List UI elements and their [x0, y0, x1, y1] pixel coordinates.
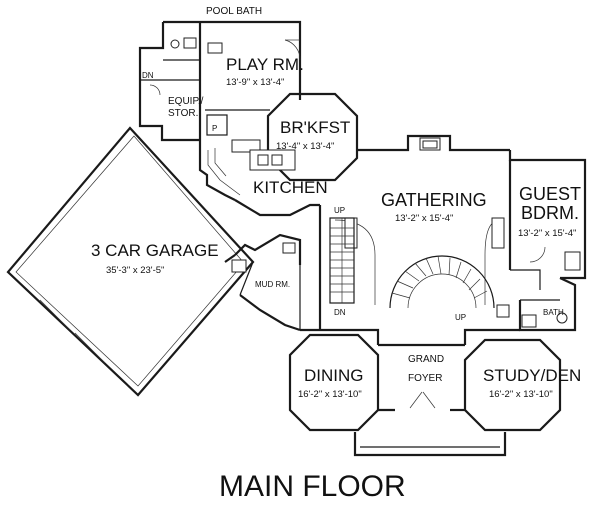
equip-label: EQUIP./ [168, 96, 204, 107]
floor-title: MAIN FLOOR [219, 470, 406, 503]
garage [6, 126, 255, 397]
bath-label: BATH [543, 308, 564, 317]
play-room-dimensions: 13'-9" x 13'-4" [226, 77, 284, 88]
stor-label: STOR. [168, 108, 198, 119]
stair-down-label: DN [334, 308, 346, 317]
garage-dimensions: 35'-3" x 23'-5" [106, 265, 164, 276]
fixtures [39, 37, 581, 409]
pantry-label: P [212, 124, 217, 133]
dining-dimensions: 16'-2" x 13'-10" [298, 389, 362, 400]
study-label: STUDY/DEN [483, 366, 581, 385]
mud-room-label: MUD RM. [255, 280, 290, 289]
bdrm-label: BDRM. [521, 203, 579, 223]
grand-label: GRAND [408, 354, 444, 365]
garage-label: 3 CAR GARAGE [91, 241, 219, 260]
curved-stair-up-label: UP [455, 313, 466, 322]
mud-room-walls [224, 233, 302, 332]
foyer-label: FOYER [408, 373, 442, 384]
guest-dimensions: 13'-2" x 15'-4" [518, 228, 576, 239]
dining-label: DINING [304, 366, 364, 385]
down-stair-label-left: DN [142, 71, 154, 80]
room-labels: POOL BATH PLAY RM. 13'-9" x 13'-4" DN EQ… [91, 6, 581, 400]
stair-treads [330, 218, 354, 303]
play-room-label: PLAY RM. [226, 55, 304, 74]
breakfast-dimensions: 13'-4" x 13'-4" [276, 141, 334, 152]
gathering-dimensions: 13'-2" x 15'-4" [395, 213, 453, 224]
pool-bath-label: POOL BATH [206, 6, 262, 17]
breakfast-label: BR'KFST [280, 118, 350, 137]
curved-stair-treads [391, 255, 488, 299]
study-dimensions: 16'-2" x 13'-10" [489, 389, 553, 400]
stair-up-label: UP [334, 206, 345, 215]
front-rooms [288, 328, 562, 457]
kitchen-label: KITCHEN [253, 178, 328, 197]
gathering-label: GATHERING [381, 190, 487, 210]
guest-label: GUEST [519, 184, 581, 204]
exterior-walls [138, 20, 587, 332]
